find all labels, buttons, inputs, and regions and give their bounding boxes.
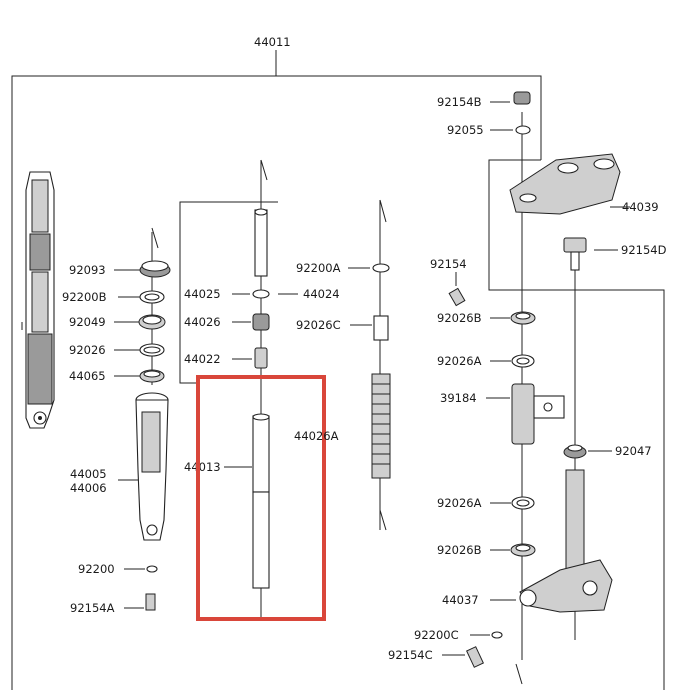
label-44006[interactable]: 44006 (70, 481, 107, 495)
lower-fork-leg: 44005 44006 92200 92154A (70, 392, 169, 615)
label-44039[interactable]: 44039 (622, 200, 659, 214)
left-seal-stack (138, 227, 171, 385)
steering-assembly: 92154B 92055 44039 92154D 92154 92026B 9… (388, 91, 667, 690)
outer-fork-tube-assembly (21, 171, 55, 429)
label-92154C[interactable]: 92154C (388, 648, 433, 662)
label-44022[interactable]: 44022 (184, 352, 221, 366)
label-44024[interactable]: 44024 (303, 287, 340, 301)
label-92200A[interactable]: 92200A (296, 261, 341, 275)
label-92154A[interactable]: 92154A (70, 601, 115, 615)
label-92049[interactable]: 92049 (69, 315, 106, 329)
label-92200[interactable]: 92200 (78, 562, 115, 576)
label-44037[interactable]: 44037 (442, 593, 479, 607)
label-44025[interactable]: 44025 (184, 287, 221, 301)
label-92026C[interactable]: 92026C (296, 318, 341, 332)
label-92026A-1[interactable]: 92026A (437, 354, 482, 368)
label-92026[interactable]: 92026 (69, 343, 106, 357)
label-44013[interactable]: 44013 (184, 460, 221, 474)
assembly-bracket-44011: 44011 (11, 35, 542, 690)
label-92026A-2[interactable]: 92026A (437, 496, 482, 510)
label-92154B[interactable]: 92154B (437, 95, 482, 109)
inner-fork-tube-44013: 44013 (184, 413, 270, 589)
left-label-group: 92093 92200B 92049 92026 44065 (62, 263, 140, 383)
label-44011[interactable]: 44011 (254, 35, 291, 49)
label-92047[interactable]: 92047 (615, 444, 652, 458)
label-92200B[interactable]: 92200B (62, 290, 107, 304)
label-39184[interactable]: 39184 (440, 391, 477, 405)
label-44026[interactable]: 44026 (184, 315, 221, 329)
label-44065[interactable]: 44065 (69, 369, 106, 383)
label-92200C[interactable]: 92200C (414, 628, 459, 642)
label-92026B-1[interactable]: 92026B (437, 311, 482, 325)
spring-column: 92200A 92026C 44026A (294, 199, 391, 531)
label-92154D[interactable]: 92154D (621, 243, 667, 257)
label-44005[interactable]: 44005 (70, 467, 107, 481)
label-92055[interactable]: 92055 (447, 123, 484, 137)
label-92093[interactable]: 92093 (69, 263, 106, 277)
label-92026B-2[interactable]: 92026B (437, 543, 482, 557)
label-44026A[interactable]: 44026A (294, 429, 339, 443)
label-92154[interactable]: 92154 (430, 257, 467, 271)
highlight-box (196, 375, 326, 621)
